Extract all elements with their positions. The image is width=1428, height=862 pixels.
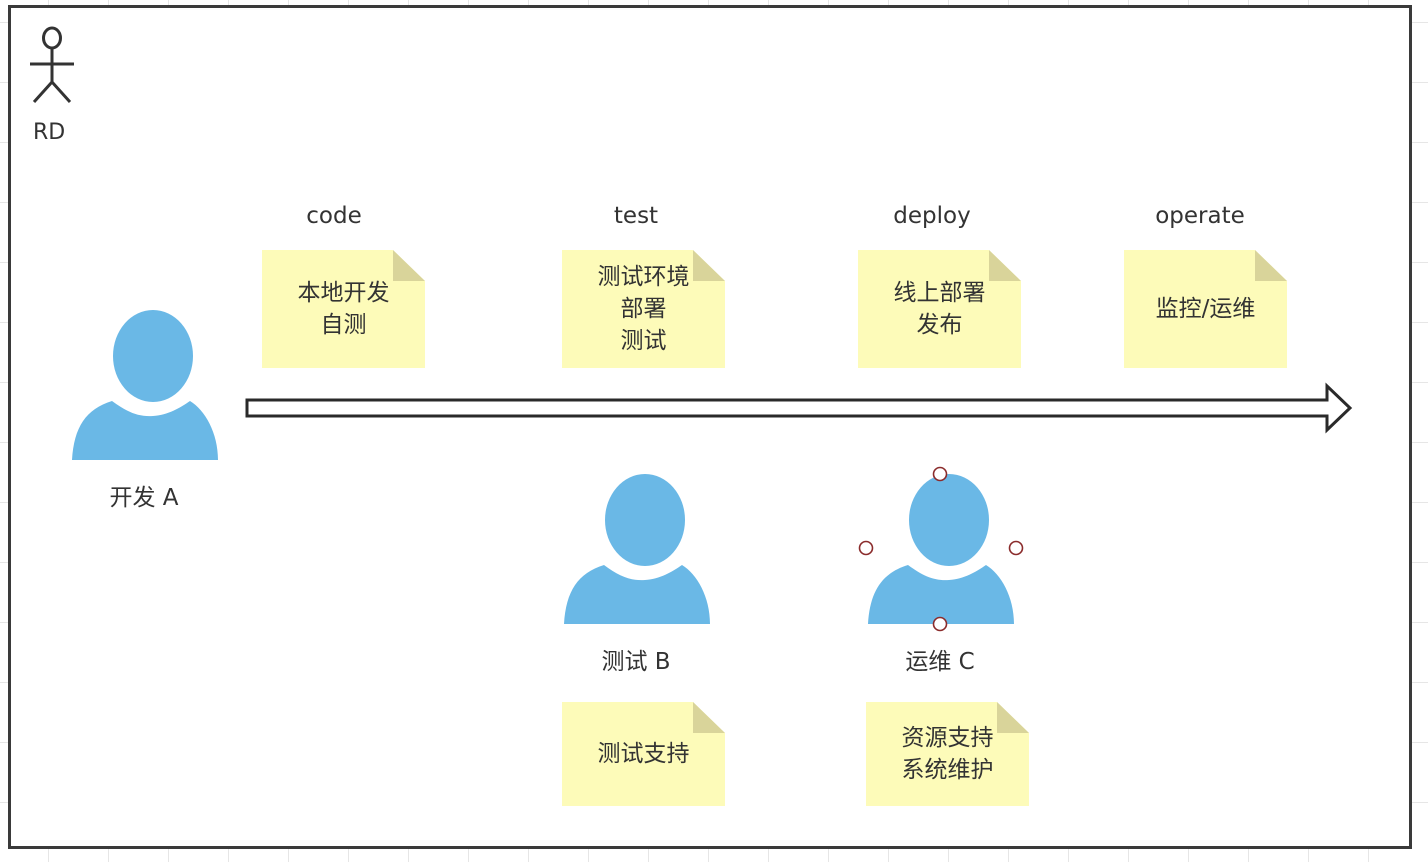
selection-handle-left-icon[interactable] xyxy=(857,539,875,557)
user-icon[interactable] xyxy=(868,473,1014,625)
diagram-frame xyxy=(8,5,1412,849)
sticky-note-icon xyxy=(562,702,725,806)
note-line: 监控/运维 xyxy=(1155,296,1256,322)
note-test-support[interactable]: 测试支持 xyxy=(562,702,725,806)
note-line: 测试 xyxy=(620,328,667,354)
user-icon[interactable] xyxy=(564,473,710,625)
sticky-note-icon xyxy=(262,250,425,368)
note-operate[interactable]: 监控/运维 xyxy=(1124,250,1287,368)
note-ops-support[interactable]: 资源支持 系统维护 xyxy=(866,702,1029,806)
note-line: 部署 xyxy=(620,296,667,322)
sticky-note-icon xyxy=(1124,250,1287,368)
selection-handle-top-icon[interactable] xyxy=(931,465,949,483)
sticky-note-icon xyxy=(562,250,725,368)
user-icon[interactable] xyxy=(72,309,218,461)
note-line: 测试环境 xyxy=(597,264,690,290)
stage-label-deploy: deploy xyxy=(893,203,971,229)
stage-label-test: test xyxy=(613,203,659,229)
stage-label-code: code xyxy=(306,203,362,229)
note-line: 自测 xyxy=(320,312,367,338)
person-label-c: 运维 C xyxy=(905,649,975,675)
note-line: 测试支持 xyxy=(597,741,690,767)
note-deploy[interactable]: 线上部署 发布 xyxy=(858,250,1021,368)
person-label-a: 开发 A xyxy=(109,485,179,511)
note-line: 本地开发 xyxy=(297,280,390,306)
note-line: 线上部署 xyxy=(893,280,986,306)
note-line: 发布 xyxy=(916,312,963,338)
sticky-note-icon xyxy=(866,702,1029,806)
person-label-b: 测试 B xyxy=(601,649,671,675)
note-line: 系统维护 xyxy=(901,757,994,783)
sticky-note-icon xyxy=(858,250,1021,368)
actor-label: RD xyxy=(33,120,66,145)
stick-figure-icon[interactable] xyxy=(26,24,78,106)
selection-handle-bottom-icon[interactable] xyxy=(931,615,949,633)
hollow-arrow-right-icon[interactable] xyxy=(244,382,1356,434)
note-code[interactable]: 本地开发 自测 xyxy=(262,250,425,368)
note-test[interactable]: 测试环境 部署 测试 xyxy=(562,250,725,368)
note-line: 资源支持 xyxy=(901,725,994,751)
selection-handle-right-icon[interactable] xyxy=(1007,539,1025,557)
stage-label-operate: operate xyxy=(1155,203,1245,229)
